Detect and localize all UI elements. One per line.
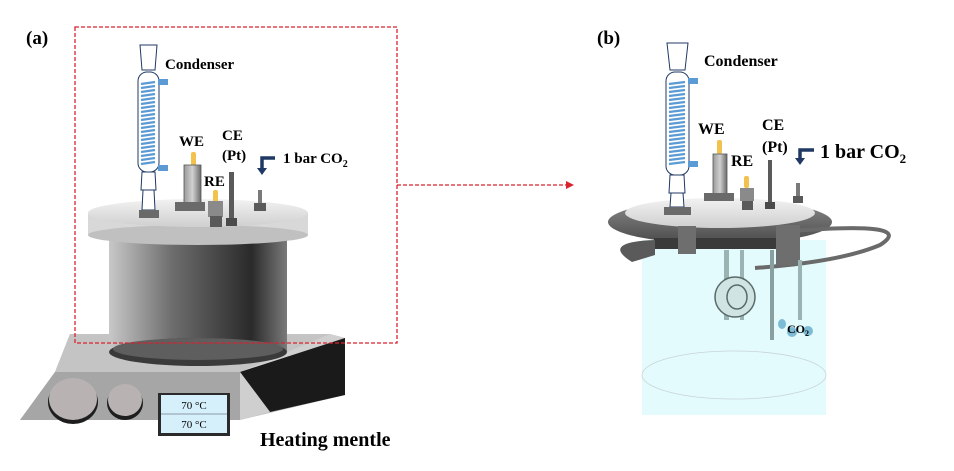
clamp-knob-icon[interactable]	[776, 225, 800, 265]
counter-electrode: CE (Pt)	[762, 117, 788, 209]
condenser-coil	[668, 80, 686, 166]
re-label: RE	[731, 153, 753, 170]
coolant-outlet-icon	[688, 161, 698, 167]
reference-electrode: RE	[731, 153, 754, 210]
coolant-inlet-icon	[158, 79, 168, 85]
gas-inlet: 1 bar CO2	[793, 141, 906, 203]
we-label: WE	[179, 134, 204, 150]
display-actual: 70 °C	[181, 419, 207, 431]
gas-flow-arrow-icon	[798, 148, 814, 160]
ce-material-label: (Pt)	[762, 139, 788, 156]
panel-b-label: (b)	[597, 28, 620, 49]
co2-bubbles: CO2	[778, 319, 813, 338]
counter-electrode: CE (Pt)	[222, 128, 246, 226]
gas-flow-arrow-icon	[260, 156, 275, 170]
panel-b: (b) CO2	[597, 28, 906, 415]
panel-a: (a) 70 °C 70 °C Heating mentle	[20, 26, 398, 451]
ce-material-label: (Pt)	[222, 148, 246, 164]
clamp-screw	[654, 238, 794, 249]
re-label: RE	[204, 174, 225, 190]
working-electrode: WE	[698, 121, 734, 201]
display-setpoint: 70 °C	[181, 400, 207, 412]
condenser: Condenser	[137, 44, 235, 218]
gas-label: 1 bar CO2	[820, 141, 906, 166]
zoom-arrow	[397, 181, 574, 189]
glass-vessel	[641, 240, 827, 415]
submerged-electrodes: CO2	[714, 250, 813, 340]
condenser-label: Condenser	[165, 57, 235, 73]
gas-inlet: 1 bar CO2	[254, 151, 348, 211]
beaker	[109, 230, 287, 366]
ce-label: CE	[762, 117, 784, 134]
panel-a-label: (a)	[26, 28, 48, 49]
working-electrode: WE	[175, 134, 205, 211]
coolant-outlet-icon	[158, 165, 168, 171]
heating-mantle-label: Heating mentle	[260, 429, 391, 451]
ce-label: CE	[222, 128, 243, 144]
condenser-coil	[140, 80, 156, 166]
bubble-label: CO2	[787, 322, 809, 338]
condenser: Condenser	[664, 42, 778, 215]
temperature-display: 70 °C 70 °C	[158, 393, 230, 436]
coolant-inlet-icon	[688, 78, 698, 84]
gas-label: 1 bar CO2	[283, 151, 348, 170]
clamp-handle[interactable]	[754, 226, 891, 270]
clamp-knob-icon[interactable]	[678, 226, 696, 254]
we-label: WE	[698, 121, 725, 138]
reference-electrode: RE	[204, 174, 225, 227]
working-electrode-disc	[714, 276, 756, 318]
condenser-label: Condenser	[704, 53, 778, 70]
